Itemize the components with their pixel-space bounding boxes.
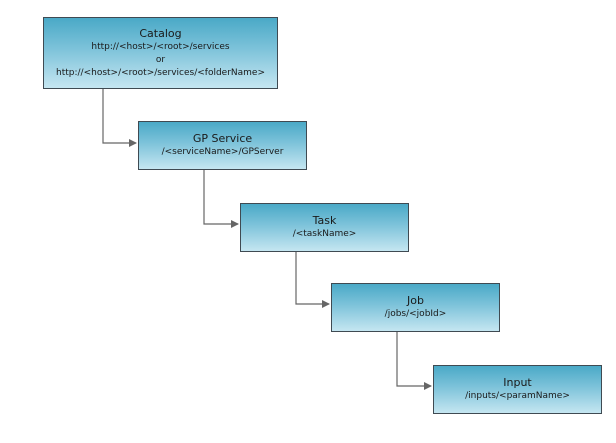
connector-job-to-input bbox=[396, 332, 432, 390]
gp-service-path: /<serviceName>/GPServer bbox=[161, 147, 284, 157]
job-path: /jobs/<jobId> bbox=[384, 309, 447, 319]
connector-gp-service-to-task bbox=[203, 170, 239, 228]
catalog-title: Catalog bbox=[139, 26, 182, 40]
catalog-node: Catalog http://<host>/<root>/services or… bbox=[43, 17, 278, 89]
catalog-url-services: http://<host>/<root>/services bbox=[91, 41, 230, 52]
task-path: /<taskName> bbox=[292, 229, 357, 239]
job-node: Job /jobs/<jobId> bbox=[331, 283, 500, 332]
task-title: Task bbox=[312, 214, 337, 227]
job-title: Job bbox=[407, 294, 424, 307]
input-path: /inputs/<paramName> bbox=[465, 391, 570, 401]
connector-task-to-job bbox=[295, 252, 330, 308]
catalog-or-separator: or bbox=[155, 54, 166, 65]
gp-service-node: GP Service /<serviceName>/GPServer bbox=[138, 121, 307, 170]
gp-service-title: GP Service bbox=[192, 132, 253, 145]
connector-catalog-to-gp-service bbox=[102, 89, 137, 147]
task-node: Task /<taskName> bbox=[240, 203, 409, 252]
input-title: Input bbox=[503, 376, 532, 389]
catalog-url-folder: http://<host>/<root>/services/<folderNam… bbox=[56, 67, 265, 78]
input-node: Input /inputs/<paramName> bbox=[433, 365, 602, 414]
